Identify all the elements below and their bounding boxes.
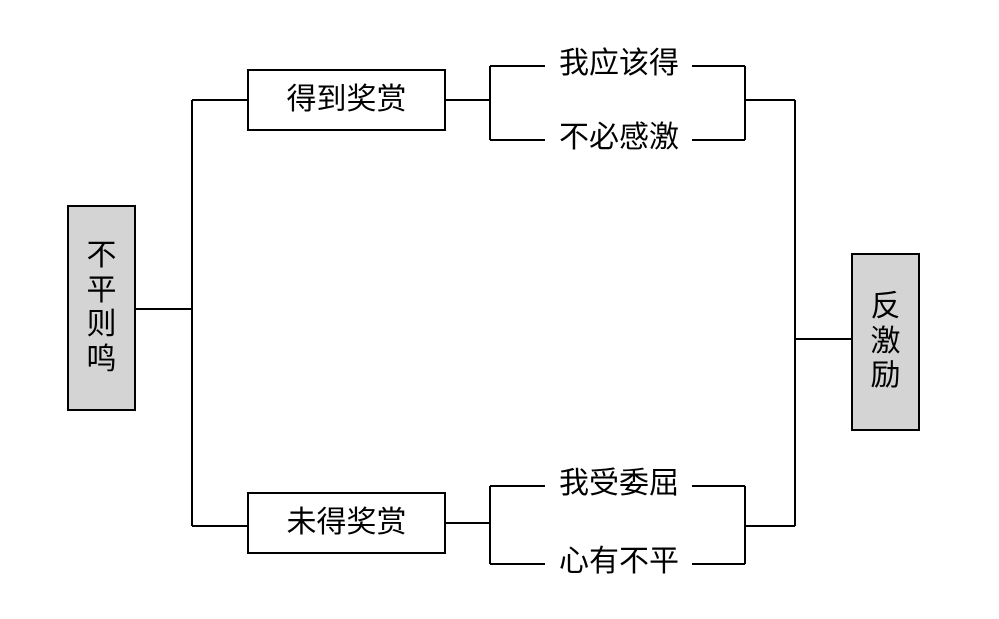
root-char: 则 [86,307,117,342]
top-branch-label: 得到奖赏 [286,82,407,117]
result-box: 反 激 励 [851,253,920,431]
top-sub-label: 我应该得 [546,49,692,79]
result-char: 反 [870,289,901,325]
bottom-branch-box: 未得奖赏 [247,492,446,554]
root-char: 平 [86,272,117,308]
bottom-branch-label: 未得奖赏 [286,505,407,540]
bottom-sub-label: 我受委屈 [546,469,692,499]
root-char: 不 [86,238,117,273]
root-char: 鸣 [86,341,117,377]
result-char: 励 [870,358,901,394]
root-box: 不 平 则 鸣 [67,205,136,411]
top-branch-box: 得到奖赏 [247,69,446,131]
result-char: 激 [870,323,901,359]
bottom-sub-label: 心有不平 [546,547,692,577]
top-sub-label: 不必感激 [546,123,692,153]
